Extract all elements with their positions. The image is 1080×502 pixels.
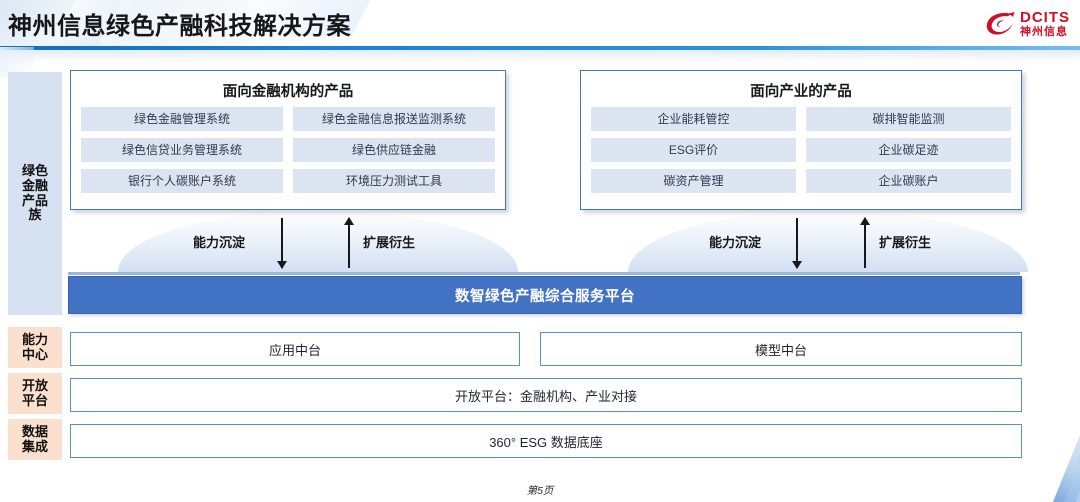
rail-line: 开放 <box>21 377 48 393</box>
rail-line: 族 <box>28 207 42 223</box>
product-chip[interactable]: 绿色供应链金融 <box>293 138 495 162</box>
rail-line: 能力 <box>21 331 48 347</box>
slide-header: 神州信息绿色产融科技解决方案 DCITS 神州信息 <box>0 0 1080 47</box>
panel-title: 面向产业的产品 <box>750 84 852 100</box>
arrow-up-icon-left <box>344 217 354 268</box>
open-platform-box[interactable]: 开放平台：金融机构、产业对接 <box>70 378 1022 412</box>
flow-label-extension-derivation-left: 扩展衍生 <box>363 235 416 250</box>
rail-line: 平台 <box>21 392 48 408</box>
rail-line: 绿色 <box>21 162 48 178</box>
product-chip[interactable]: ESG评价 <box>591 138 796 162</box>
flow-label-extension-derivation-right: 扩展衍生 <box>879 235 932 250</box>
arrow-down-icon-right <box>792 218 802 269</box>
product-chip-list: 绿色金融管理系统 绿色金融信息报送监测系统 绿色信贷业务管理系统 绿色供应链金融… <box>71 101 505 203</box>
sidebar-item-open-platform: 开放 平台 <box>8 373 62 414</box>
sidebar-item-data-integration: 数据 集成 <box>8 419 62 460</box>
sidebar-item-capability-center: 能力 中心 <box>8 327 62 368</box>
arrow-up-icon-right <box>860 217 870 268</box>
rail-line: 中心 <box>21 346 48 362</box>
rail-line: 数据 <box>21 423 48 439</box>
header-divider <box>0 46 1080 50</box>
capability-box-model-middle-platform[interactable]: 模型中台 <box>540 332 1022 366</box>
rail-line: 金融 <box>21 177 48 193</box>
logo-wordmark: DCITS 神州信息 <box>1020 10 1070 38</box>
product-chip[interactable]: 碳资产管理 <box>591 169 796 193</box>
rail-line: 集成 <box>21 438 48 454</box>
product-chip[interactable]: 企业碳账户 <box>806 169 1011 193</box>
brand-logo: DCITS 神州信息 <box>985 7 1070 41</box>
panel-title: 面向金融机构的产品 <box>222 84 354 100</box>
page-number: 第5页 <box>526 485 554 497</box>
capability-box-application-middle-platform[interactable]: 应用中台 <box>70 332 520 366</box>
product-chip[interactable]: 绿色金融管理系统 <box>81 107 283 131</box>
data-foundation-box[interactable]: 360° ESG 数据底座 <box>70 424 1022 458</box>
corner-decoration-bottom-right <box>970 326 1080 502</box>
page-title: 神州信息绿色产融科技解决方案 <box>8 13 351 40</box>
product-chip-list: 企业能耗管控 碳排智能监测 ESG评价 企业碳足迹 碳资产管理 企业碳账户 <box>581 101 1021 203</box>
logo-en-text: DCITS <box>1020 9 1070 26</box>
header-divider-shadow <box>0 50 1080 62</box>
platform-bar-topline <box>68 272 1020 275</box>
arch-decoration-right <box>628 210 1028 272</box>
product-chip[interactable]: 绿色信贷业务管理系统 <box>81 138 283 162</box>
panel-financial-institution-products: 面向金融机构的产品 绿色金融管理系统 绿色金融信息报送监测系统 绿色信贷业务管理… <box>70 70 506 210</box>
swoosh-icon <box>985 11 1015 37</box>
rail-line: 产品 <box>21 192 48 208</box>
panel-industry-products: 面向产业的产品 企业能耗管控 碳排智能监测 ESG评价 企业碳足迹 碳资产管理 … <box>580 70 1022 210</box>
arrow-down-icon-left <box>277 218 287 269</box>
logo-cn-text: 神州信息 <box>1020 26 1068 38</box>
platform-bar[interactable]: 数智绿色产融综合服务平台 <box>68 276 1022 314</box>
product-chip[interactable]: 银行个人碳账户系统 <box>81 169 283 193</box>
arch-decoration-left <box>118 210 518 272</box>
flow-label-capability-precipitation-right: 能力沉淀 <box>709 235 762 250</box>
product-chip[interactable]: 企业能耗管控 <box>591 107 796 131</box>
product-chip[interactable]: 绿色金融信息报送监测系统 <box>293 107 495 131</box>
flow-label-capability-precipitation-left: 能力沉淀 <box>193 235 246 250</box>
sidebar-item-green-finance-products: 绿色 金融 产品 族 <box>8 72 62 315</box>
product-chip[interactable]: 企业碳足迹 <box>806 138 1011 162</box>
product-chip[interactable]: 碳排智能监测 <box>806 107 1011 131</box>
product-chip[interactable]: 环境压力测试工具 <box>293 169 495 193</box>
